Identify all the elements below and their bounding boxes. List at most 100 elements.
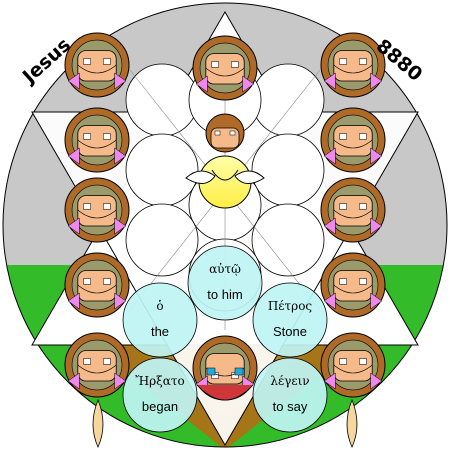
word-circle-shape: [252, 357, 328, 433]
medallion-face: [333, 270, 373, 302]
blossom-right: [370, 217, 383, 235]
english-gloss: the: [151, 324, 169, 339]
medallion-eye: [231, 61, 239, 68]
medallion-eye: [359, 133, 367, 140]
medallion-face: [77, 195, 117, 227]
medallion-face: [77, 350, 117, 382]
medallion-eye: [103, 133, 111, 140]
english-gloss: Stone: [273, 324, 307, 339]
medallion-eye: [211, 61, 219, 68]
english-gloss: began: [142, 399, 178, 414]
head-medallion: [64, 332, 130, 398]
head-medallion: [64, 107, 130, 173]
blossom-right: [114, 372, 127, 390]
blue-left-eye: [206, 367, 216, 376]
medallion-face: [77, 270, 117, 302]
blossom-left: [67, 217, 80, 235]
head-medallion: [320, 332, 386, 398]
blossom-left: [67, 72, 80, 90]
medallion-face: [333, 350, 373, 382]
medallion-face: [77, 50, 117, 82]
head-medallion: [192, 35, 258, 101]
blossom-right: [114, 72, 127, 90]
greek-word: Πέτρος: [268, 299, 313, 313]
head-medallion: [320, 177, 386, 243]
red-mantle: [196, 384, 254, 401]
left-wing: [185, 170, 216, 184]
medallion-face: [333, 50, 373, 82]
blossom-left: [67, 292, 80, 310]
head-medallion: [64, 252, 130, 318]
left-drop: [92, 398, 104, 448]
blossom-right: [370, 72, 383, 90]
blossom-right: [370, 147, 383, 165]
lattice-circle: [251, 133, 325, 207]
medallion-face: [77, 125, 117, 157]
lattice-circle: [125, 133, 199, 207]
blossom-right: [242, 75, 255, 93]
medallion-eye: [359, 58, 367, 65]
word-circle: αὐτῷ to him: [187, 245, 263, 321]
blossom-left: [323, 72, 336, 90]
head-medallion: [192, 335, 258, 401]
word-circle-shape: [252, 282, 328, 358]
blossom-left: [323, 292, 336, 310]
medallion-eye: [103, 358, 111, 365]
head-medallion: [320, 32, 386, 98]
head-medallion: [320, 252, 386, 318]
medallion-eye: [359, 278, 367, 285]
medallion-eye: [83, 133, 91, 140]
medallion-eye: [359, 358, 367, 365]
medallion-petal: [77, 284, 117, 294]
blossom-left: [195, 75, 208, 93]
medallion-eye: [103, 203, 111, 210]
medallion-eye: [83, 358, 91, 365]
word-circle-shape: [122, 357, 198, 433]
blossom-right: [370, 372, 383, 390]
medallion-petal: [333, 139, 373, 149]
lattice-circle: [125, 63, 199, 137]
english-gloss: to him: [207, 287, 242, 302]
medallion-petal: [333, 284, 373, 294]
medallion-eye: [339, 203, 347, 210]
blossom-left: [323, 147, 336, 165]
greek-word: λέγειν: [270, 374, 309, 388]
medallion-petal: [333, 209, 373, 219]
greek-word: αὐτῷ: [209, 262, 241, 276]
medallion-petal: [77, 64, 117, 74]
blossom-left: [67, 372, 80, 390]
blossom-left: [323, 372, 336, 390]
medallion-eye: [83, 278, 91, 285]
word-circle-shape: [122, 282, 198, 358]
english-gloss: to say: [273, 399, 308, 414]
medallion-eye: [339, 133, 347, 140]
word-circle-shape: [187, 245, 263, 321]
medallion-petal: [333, 364, 373, 374]
blue-right-eye: [234, 367, 244, 376]
medallion-petal: [77, 139, 117, 149]
medallion-face: [205, 53, 245, 85]
blossom-right: [114, 147, 127, 165]
lattice-circle: [125, 203, 199, 277]
central-figure: [185, 113, 265, 209]
word-circle: Ἤρξατο began: [122, 357, 198, 433]
lattice-circle: [251, 203, 325, 277]
greek-word: Ἤρξατο: [135, 374, 185, 388]
blossom-right: [114, 217, 127, 235]
center-right-eye: [229, 130, 236, 136]
halo-fold: [211, 169, 239, 181]
medallion-eye: [83, 58, 91, 65]
right-wing: [234, 170, 265, 184]
lattice-circles: [125, 60, 325, 330]
head-medallion: [320, 107, 386, 173]
medallion-petal: [77, 209, 117, 219]
head-medallion: [64, 32, 130, 98]
blossom-left: [323, 217, 336, 235]
medallion-eye: [339, 58, 347, 65]
medallion-eye: [359, 203, 367, 210]
